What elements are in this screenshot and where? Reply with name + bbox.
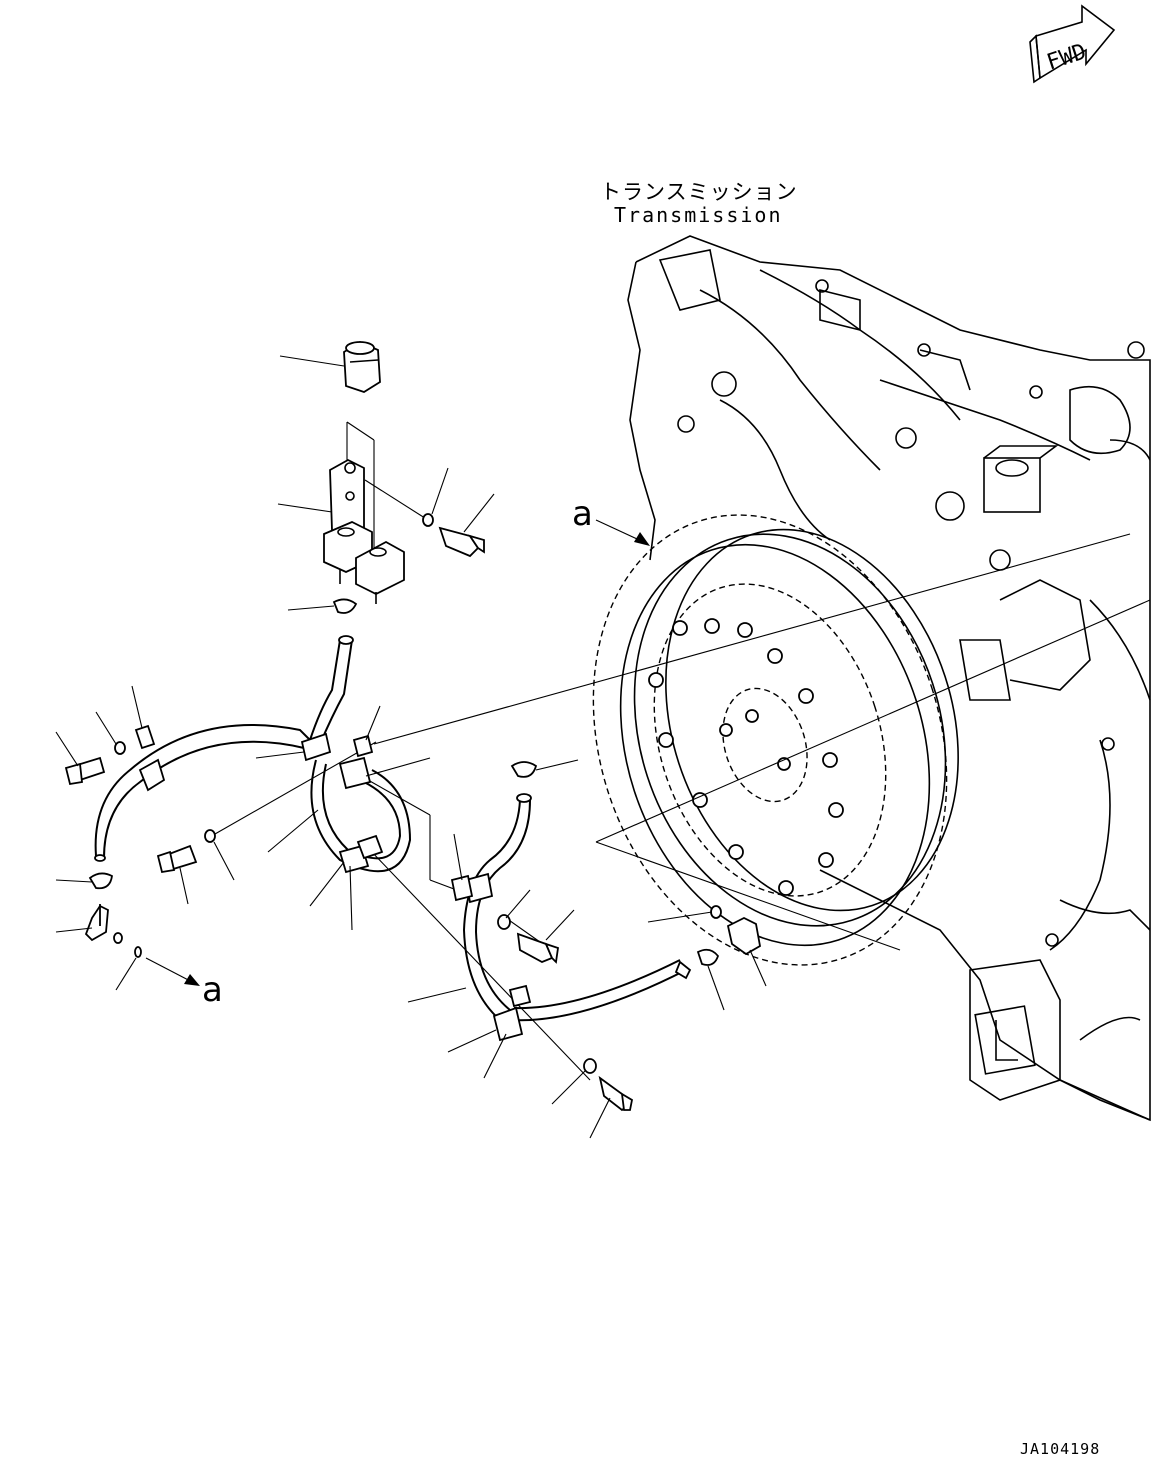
- transmission-housing: [627, 235, 1151, 1122]
- fasteners-lower: [497, 905, 761, 1112]
- view-arrows: [145, 519, 650, 986]
- hose-left: [94, 635, 354, 862]
- mounting-bracket: [323, 458, 405, 604]
- pressure-sensor: [343, 340, 381, 393]
- part-leader-lines: [55, 355, 767, 1139]
- hose-clamps: [88, 761, 720, 966]
- view-marker-upper: a: [572, 494, 593, 534]
- flywheel-housing-flange: [592, 514, 959, 966]
- fwd-badge-text: FWD: [1044, 39, 1090, 75]
- fasteners-left: [64, 741, 216, 958]
- view-marker-lower: a: [202, 970, 223, 1010]
- document-id: JA104198: [1020, 1440, 1101, 1458]
- forward-arrow-icon: FWD: [1029, 4, 1116, 84]
- assembly-label-english: Transmission: [614, 203, 783, 227]
- hose-lower: [450, 793, 692, 1042]
- bracket-fasteners: [332, 513, 485, 614]
- hose-loop: [310, 734, 412, 874]
- flange-bolt-ring: [648, 618, 844, 896]
- assembly-label-japanese: トランスミッション: [600, 180, 798, 204]
- lower-housing: [969, 899, 1151, 1121]
